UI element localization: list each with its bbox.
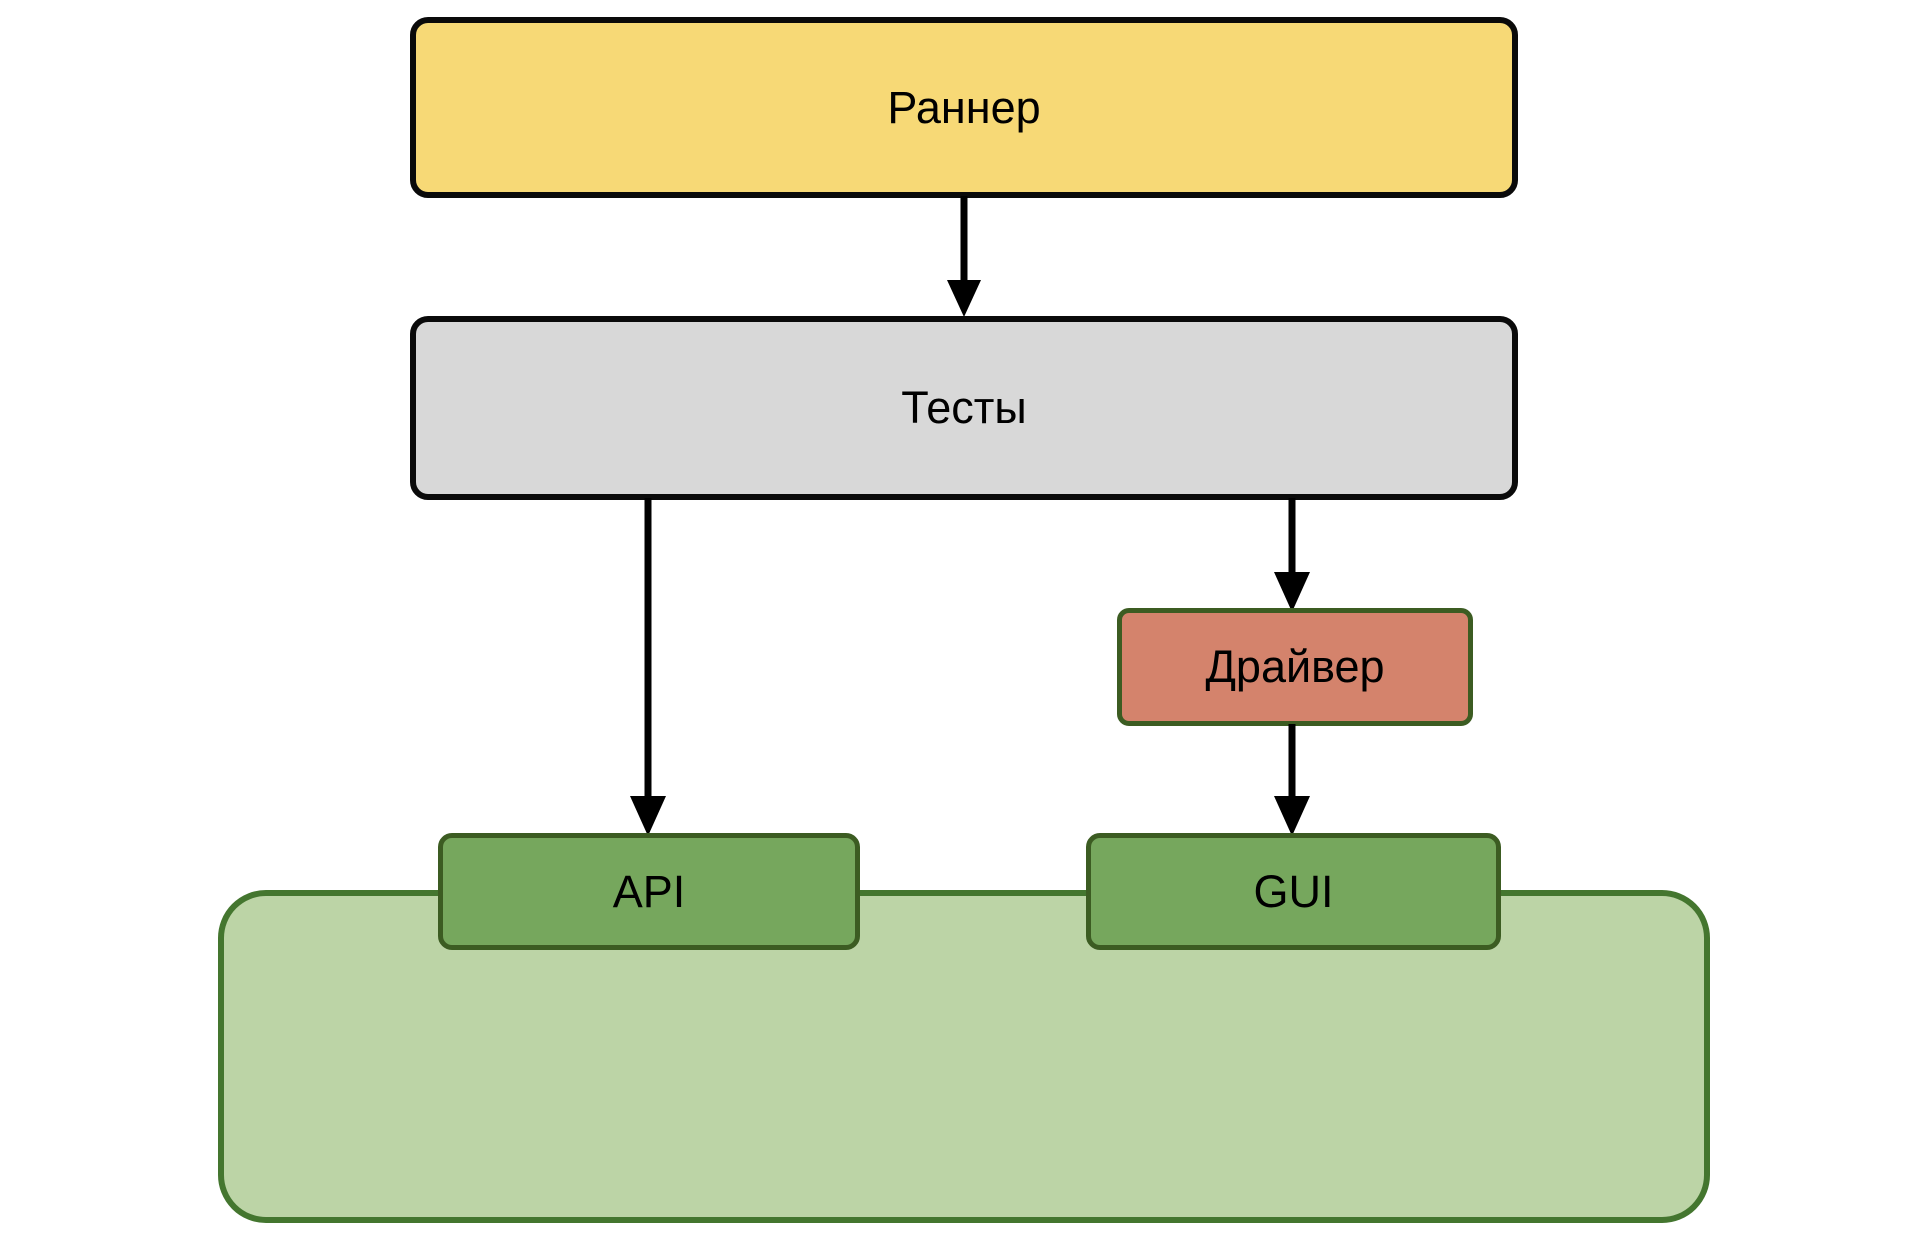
arrow-tests-to-driver [1268, 498, 1316, 614]
node-gui[interactable]: GUI [1086, 833, 1501, 950]
node-driver-label: Драйвер [1205, 641, 1385, 693]
node-gui-label: GUI [1253, 865, 1334, 917]
arrow-runner-to-tests [940, 196, 988, 320]
node-api[interactable]: API [438, 833, 860, 950]
node-tests[interactable]: Тесты [410, 316, 1518, 500]
node-tests-label: Тесты [901, 382, 1027, 434]
arrow-driver-to-gui [1268, 724, 1316, 838]
node-runner[interactable]: Раннер [410, 17, 1518, 198]
node-api-label: API [612, 865, 686, 917]
arrow-tests-to-api [624, 498, 672, 838]
node-runner-label: Раннер [887, 81, 1041, 133]
node-driver[interactable]: Драйвер [1117, 608, 1473, 726]
